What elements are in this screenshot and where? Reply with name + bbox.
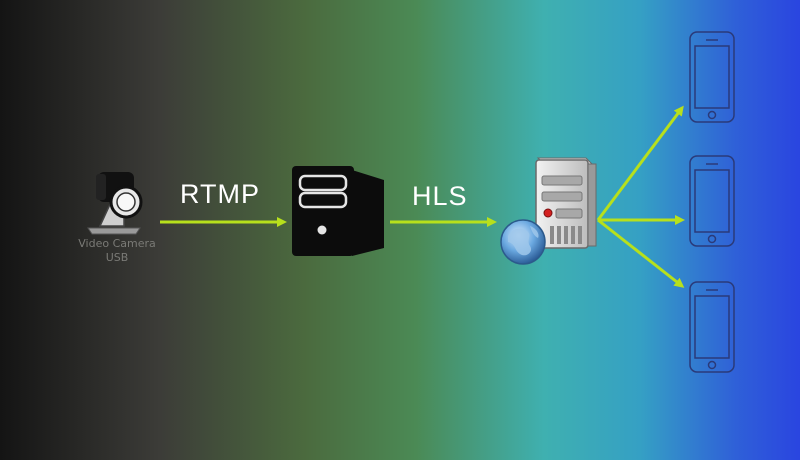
server-icon [535,157,597,249]
smartphone-icon [689,31,735,123]
smartphone-icon [689,155,735,247]
rtmp-label: RTMP [180,179,261,209]
distribution-arrows [596,105,685,288]
smartphone-icon [689,281,735,373]
camera-label: Video Camera USB [67,237,167,265]
camera-label-line2: USB [105,251,129,264]
globe-icon [500,219,546,265]
arrow-to-phone-bottom [597,218,685,288]
camera-label-line1: Video Camera [78,237,156,250]
desktop-tower-icon [292,166,384,256]
arrow-to-phone-top [596,105,684,221]
webcam-icon [87,172,143,235]
hls-label: HLS [412,181,468,211]
